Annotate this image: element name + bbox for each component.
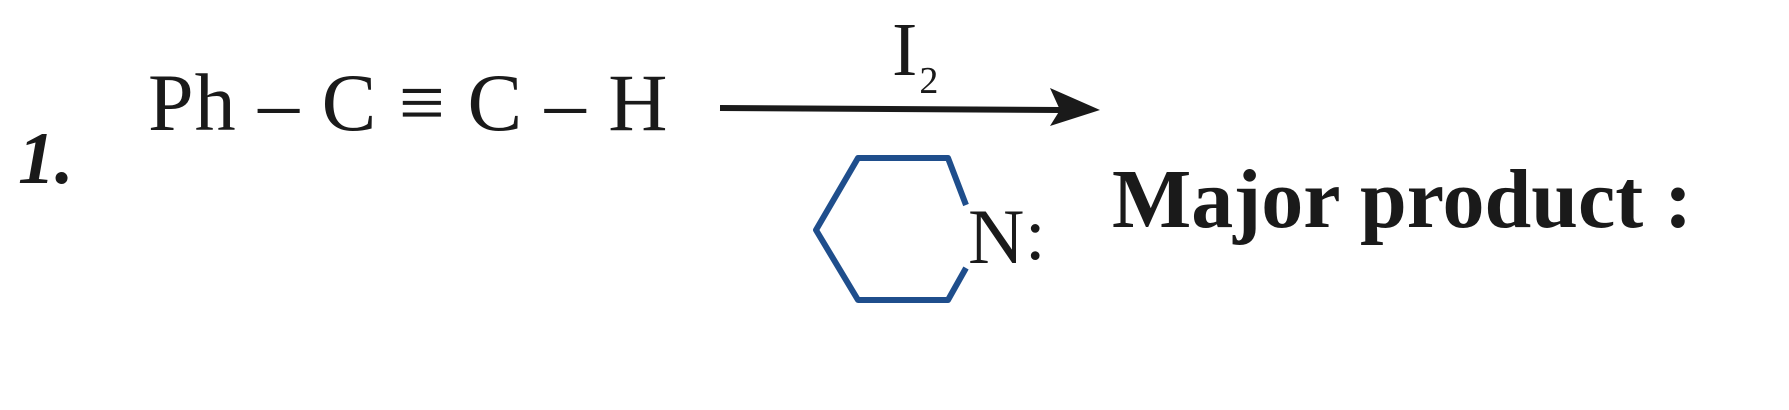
lone-pair: : — [1025, 194, 1046, 276]
reagent-iodine-symbol: I — [892, 8, 918, 92]
piperidine-ring-icon — [813, 155, 969, 303]
arrow-head — [1050, 88, 1100, 126]
question-number: 1. — [18, 118, 74, 200]
reagent-iodine-subscript: 2 — [919, 60, 939, 102]
major-product-label: Major product : — [1112, 153, 1693, 246]
reactant-formula: Ph – C ≡ C – H — [148, 57, 669, 148]
ring-bonds — [813, 155, 969, 303]
reaction-arrow-icon — [719, 88, 1100, 126]
reagent-iodine: I2 — [892, 12, 938, 100]
arrow-shaft — [719, 105, 1061, 113]
ring-nitrogen: N — [968, 193, 1025, 280]
